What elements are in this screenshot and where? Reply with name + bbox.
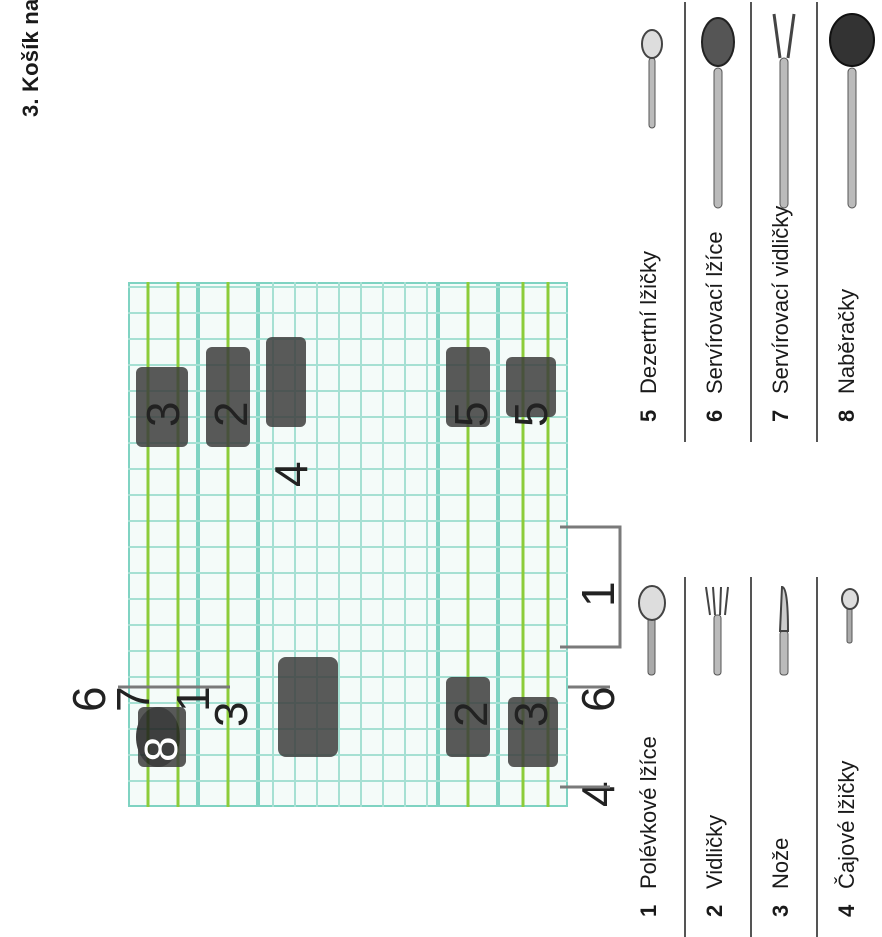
leader-lines — [118, 525, 622, 789]
teaspoon-icon — [841, 588, 859, 644]
legend-row-3: 3 Nože — [750, 577, 816, 937]
legend-row-5: 5 Dezertní lžičky — [620, 2, 684, 442]
soup-spoon-icon — [638, 585, 666, 676]
legend-right: 5 Dezertní lžičky 6 Servírovací lžíce 7 … — [620, 2, 882, 442]
legend-row-8: 8 Naběračky — [816, 2, 882, 442]
serving-spoon-icon — [701, 17, 735, 209]
legend-row-6: 6 Servírovací lžíce — [684, 2, 750, 442]
knife-icon — [778, 585, 790, 676]
section-title: 3. Košík na příbory — [18, 0, 43, 117]
ladle-icon — [829, 13, 875, 209]
legend-row-2: 2 Vidličky — [684, 577, 750, 937]
legend-row-7: 7 Servírovací vidličky — [750, 2, 816, 442]
legend-row-1: 1 Polévkové lžíce — [620, 577, 684, 937]
serving-fork-icon — [772, 13, 796, 209]
legend-left: 1 Polévkové lžíce 2 Vidličky 3 Nože 4 — [620, 577, 882, 937]
legend-row-4: 4 Čajové lžičky — [816, 577, 882, 937]
dessert-spoon-icon — [641, 29, 663, 129]
fork-icon — [705, 586, 729, 676]
